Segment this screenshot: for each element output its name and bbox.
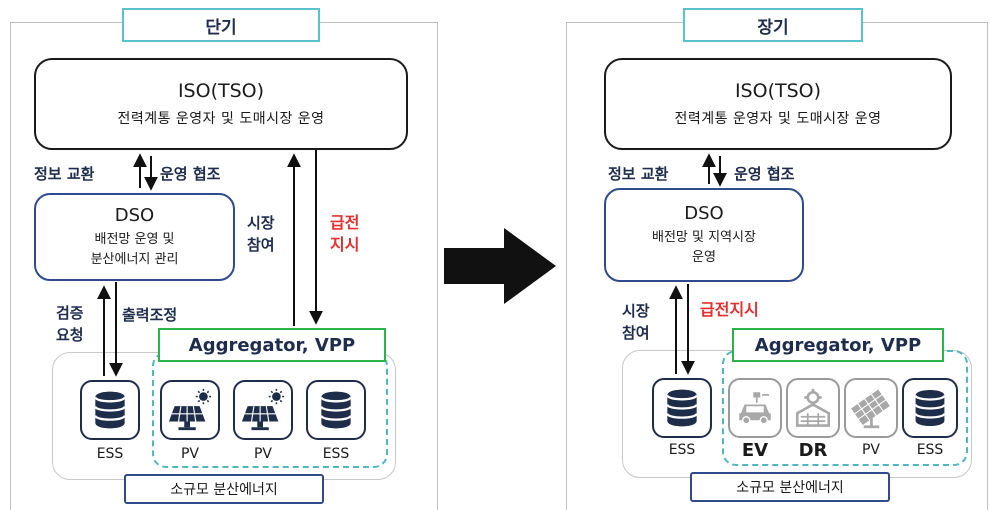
right-device-label-1: ESS bbox=[668, 442, 696, 458]
left-panel-title: 단기 bbox=[122, 8, 320, 42]
left-dso-title: DSO bbox=[114, 204, 155, 226]
right-device-ess-1 bbox=[652, 378, 712, 438]
right-aggregator-label: Aggregator, VPP bbox=[732, 328, 944, 362]
left-device-label-3: PV bbox=[253, 446, 273, 462]
left-iso-subtitle: 전력계통 운영자 및 도매시장 운영 bbox=[117, 111, 325, 127]
right-info-exchange-label: 정보 교환 bbox=[608, 165, 669, 183]
left-verify-request-label: 검증 요청 bbox=[56, 302, 84, 346]
right-market-participation-label: 시장 참여 bbox=[622, 300, 650, 344]
left-info-exchange-label: 정보 교환 bbox=[34, 165, 95, 183]
right-bottom-label: 소규모 분산에너지 bbox=[690, 472, 890, 502]
left-device-pv-1 bbox=[160, 380, 220, 440]
right-market-line1: 시장 bbox=[622, 302, 650, 320]
left-dispatch-line2: 지시 bbox=[330, 235, 360, 254]
left-aggregator-label: Aggregator, VPP bbox=[158, 328, 386, 362]
right-dso-box: DSO 배전망 및 지역시장 운영 bbox=[604, 188, 804, 282]
left-iso-box: ISO(TSO) 전력계통 운영자 및 도매시장 운영 bbox=[34, 58, 408, 150]
left-dso-sub2: 분산에너지 관리 bbox=[90, 251, 179, 267]
right-device-label-5: ESS bbox=[916, 442, 944, 458]
left-device-label-4: ESS bbox=[322, 446, 350, 462]
left-bottom-label: 소규모 분산에너지 bbox=[124, 474, 324, 504]
left-device-pv-2 bbox=[233, 380, 293, 440]
right-iso-subtitle: 전력계통 운영자 및 도매시장 운영 bbox=[674, 111, 882, 127]
right-op-coop-label: 운영 협조 bbox=[734, 165, 795, 183]
left-dispatch-line1: 급전 bbox=[330, 213, 360, 232]
right-iso-box: ISO(TSO) 전력계통 운영자 및 도매시장 운영 bbox=[604, 58, 952, 150]
right-device-dr bbox=[786, 378, 840, 438]
left-dispatch-label: 급전 지시 bbox=[330, 212, 359, 256]
left-device-ess-1 bbox=[80, 380, 140, 440]
left-verify-line1: 검증 bbox=[56, 304, 84, 322]
left-device-label-2: PV bbox=[180, 446, 200, 462]
right-device-ess-2 bbox=[902, 378, 958, 438]
left-device-ess-2 bbox=[306, 380, 366, 440]
left-market-participation-label: 시장 참여 bbox=[247, 212, 275, 256]
left-iso-title: ISO(TSO) bbox=[177, 80, 265, 102]
left-market-line1: 시장 bbox=[247, 214, 275, 232]
left-output-adjust-label: 출력조정 bbox=[122, 306, 178, 324]
right-iso-title: ISO(TSO) bbox=[734, 80, 822, 102]
left-verify-line2: 요청 bbox=[56, 326, 84, 344]
right-device-label-3: DR bbox=[798, 440, 828, 461]
right-dso-title: DSO bbox=[684, 202, 724, 224]
right-device-ev bbox=[728, 378, 782, 438]
right-arrow-icon bbox=[444, 228, 556, 304]
right-device-label-2: EV bbox=[741, 440, 769, 461]
right-dso-sub2: 운영 bbox=[692, 249, 716, 265]
right-device-pv bbox=[844, 378, 898, 438]
left-dso-box: DSO 배전망 운영 및 분산에너지 관리 bbox=[34, 193, 235, 281]
right-device-label-4: PV bbox=[861, 442, 881, 458]
left-dso-sub1: 배전망 운영 및 bbox=[94, 231, 175, 247]
left-market-line2: 참여 bbox=[247, 236, 275, 254]
right-dso-sub1: 배전망 및 지역시장 bbox=[652, 229, 756, 245]
left-device-label-1: ESS bbox=[96, 446, 124, 462]
right-panel-title: 장기 bbox=[683, 8, 863, 42]
left-op-coop-label: 운영 협조 bbox=[160, 165, 221, 183]
right-market-line2: 참여 bbox=[622, 324, 650, 342]
right-dispatch-label: 급전지시 bbox=[700, 300, 759, 319]
